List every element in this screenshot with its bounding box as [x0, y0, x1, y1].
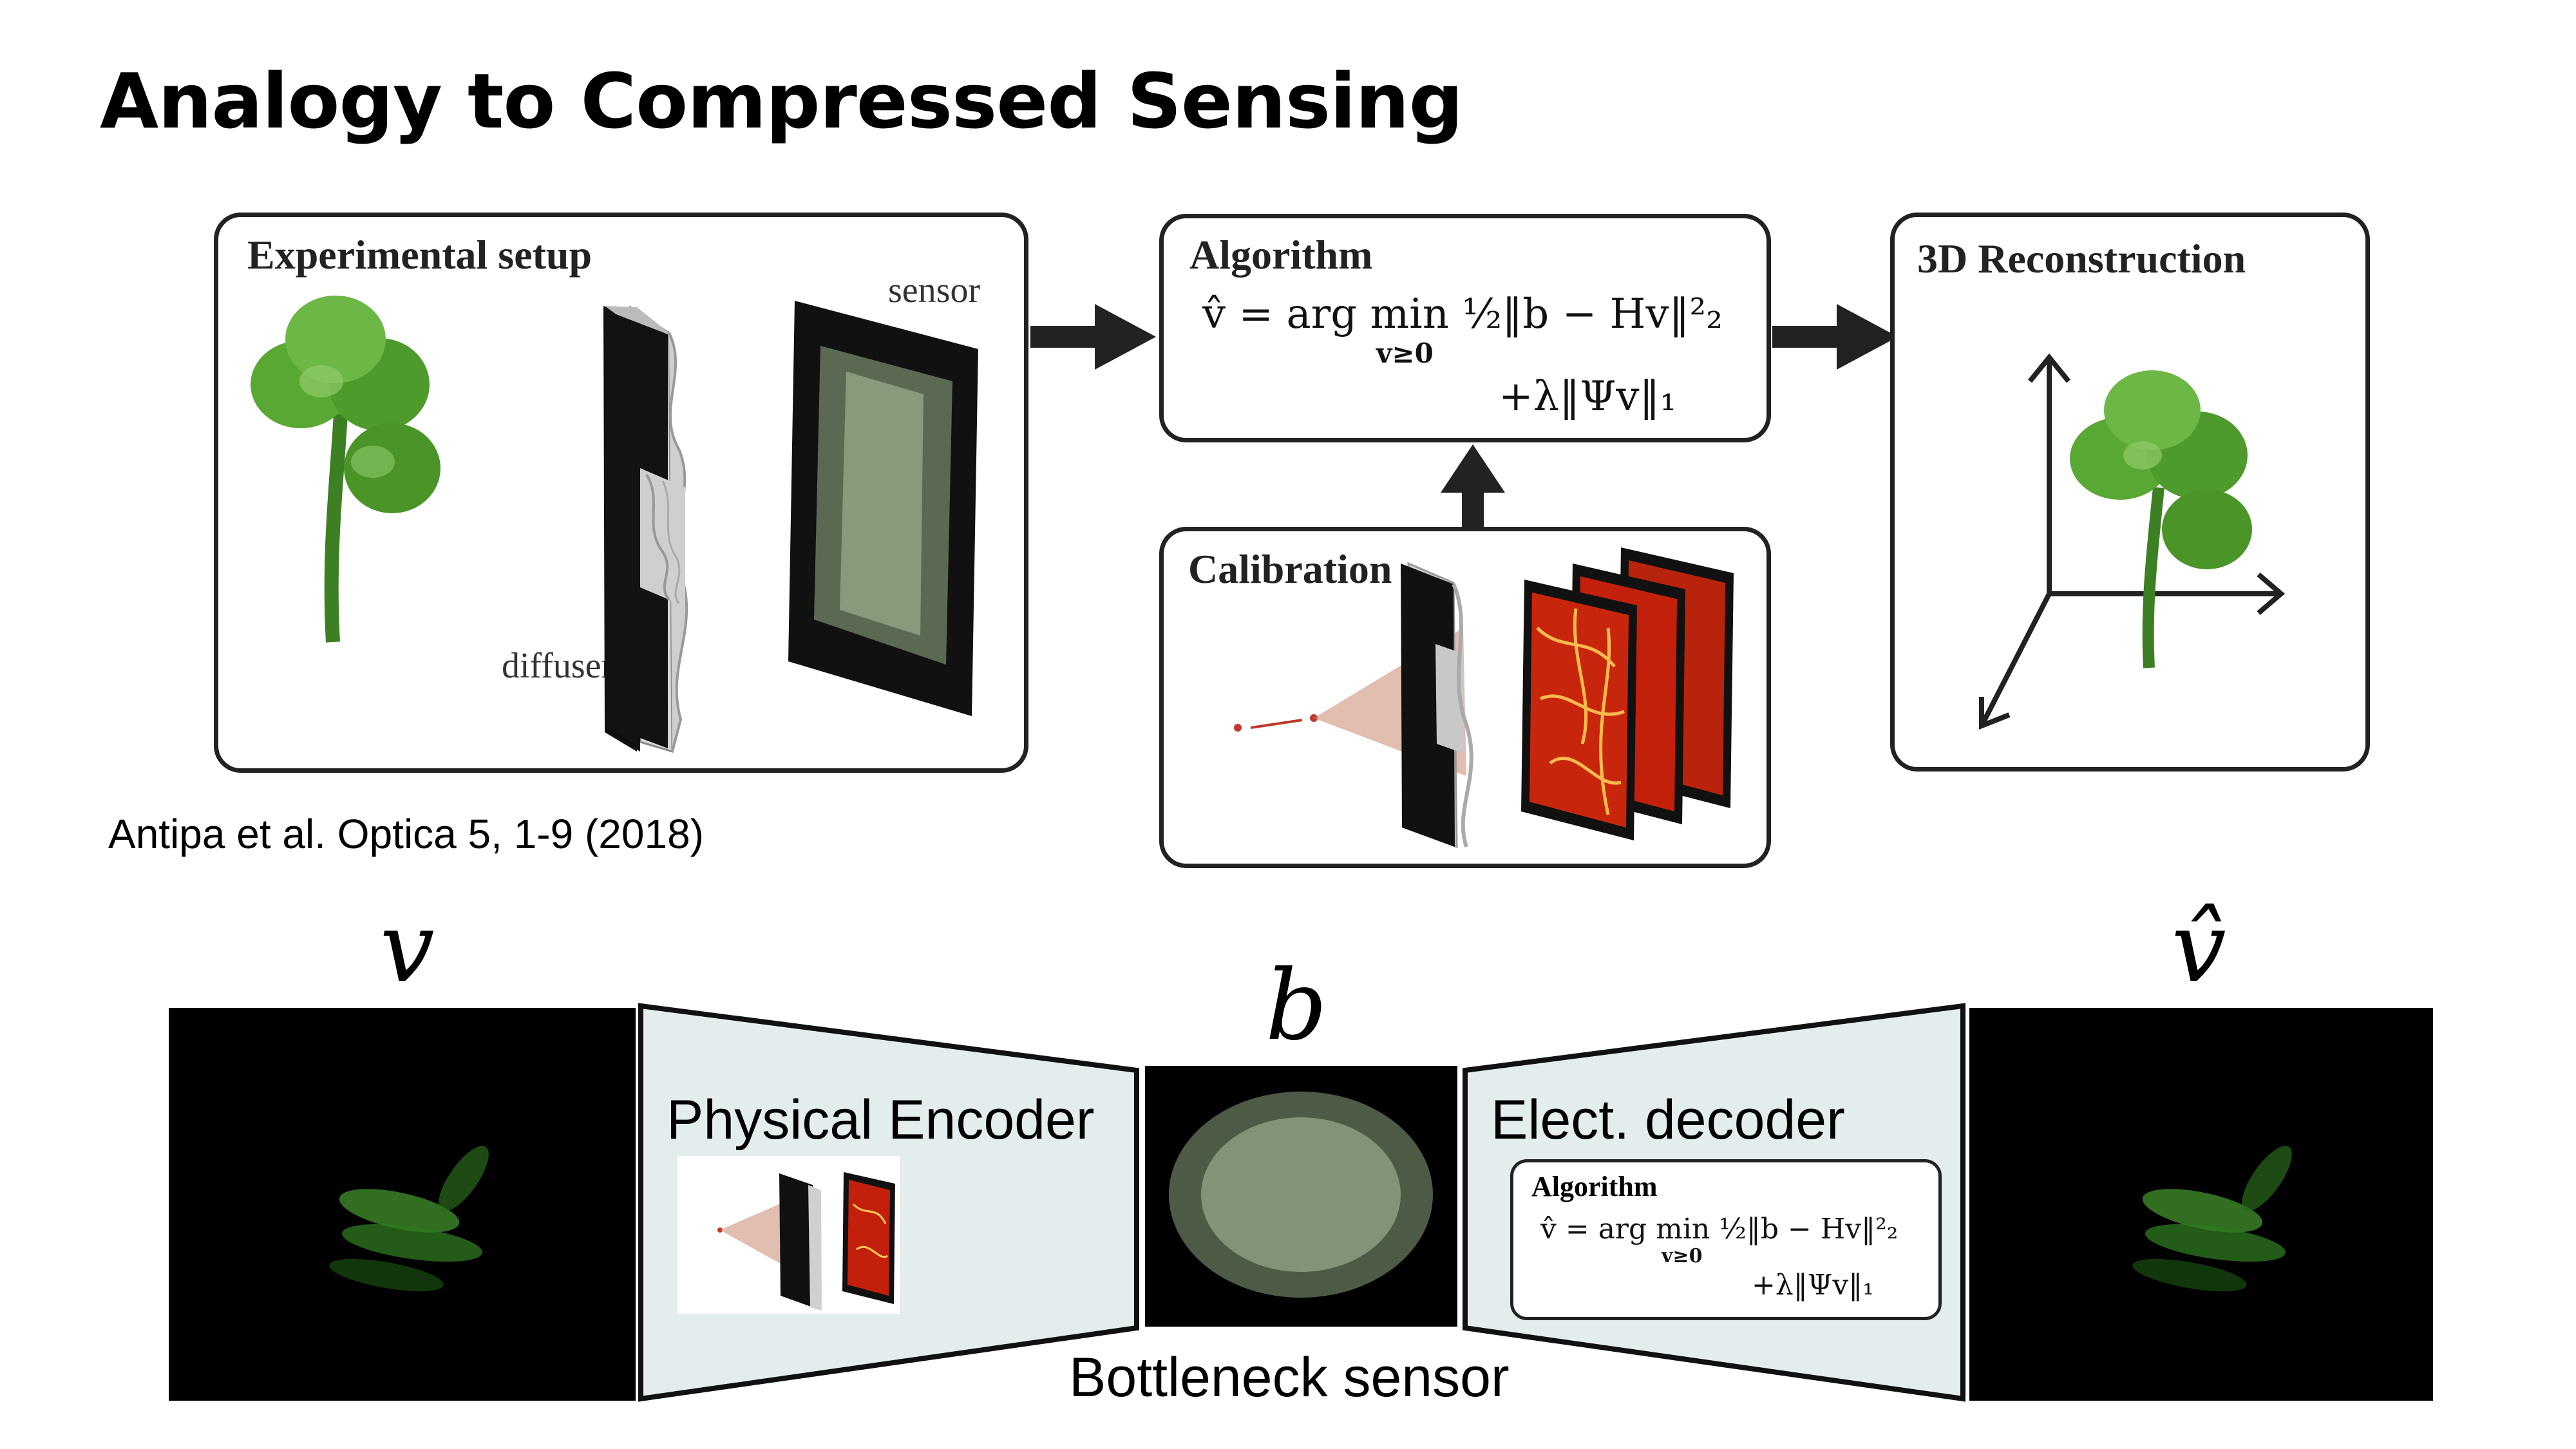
reconstruction-heading: 3D Reconstruction	[1917, 236, 2246, 281]
diffuser-panel	[603, 305, 688, 753]
algorithm-equation-line1: v̂ = arg min ½‖b − Hv‖²₂	[1202, 290, 1723, 338]
algorithm-equation-line2: +λ‖Ψv‖₁	[1499, 373, 1677, 421]
calibration-illustration	[1234, 547, 1734, 849]
sensor-panel	[788, 301, 978, 716]
algorithm-equation-subscript: v≥0	[1376, 337, 1434, 369]
calibration-panel: Calibration	[1159, 527, 1771, 868]
calibration-diffuser	[1401, 562, 1473, 849]
sensor-label: sensor	[888, 270, 981, 310]
algorithm-panel: Algorithm v̂ = arg min ½‖b − Hv‖²₂ v≥0 +…	[1159, 214, 1771, 442]
output-symbol: v̂	[2172, 892, 2226, 1004]
bottleneck-label: Bottleneck sensor	[1069, 1347, 1510, 1408]
decoder-algorithm-heading: Algorithm	[1531, 1171, 1658, 1202]
reconstruction-panel: 3D Reconstruction	[1890, 213, 2370, 772]
decoder-equation-line1: v̂ = arg min ½‖b − Hv‖²₂	[1540, 1213, 1899, 1245]
citation: Antipa et al. Optica 5, 1-9 (2018)	[108, 811, 704, 857]
reconstruction-illustration	[1979, 353, 2286, 730]
decoder-equation-subscript: v≥0	[1662, 1245, 1703, 1267]
reconstructed-clover-icon	[2070, 370, 2252, 668]
experimental-setup-heading: Experimental setup	[247, 232, 592, 278]
clover-leaf-icon	[251, 296, 440, 643]
experimental-setup-panel: Experimental setup sensor diffuser	[214, 213, 1028, 773]
encoder-label: Physical Encoder	[667, 1089, 1095, 1151]
diffuser-label: diffuser	[502, 646, 614, 686]
axes-icon	[1979, 353, 2286, 730]
measurement-symbol: b	[1265, 950, 1328, 1062]
algorithm-heading: Algorithm	[1189, 232, 1373, 278]
slide-title: Analogy to Compressed Sensing	[100, 57, 1463, 146]
input-volume-image	[169, 1008, 636, 1401]
psf-stack	[1521, 547, 1734, 840]
bottleneck-sensor-image	[1145, 1066, 1457, 1327]
output-reconstruction-image	[1969, 1008, 2433, 1401]
decoder-label: Elect. decoder	[1491, 1089, 1845, 1151]
encoder-calibration-thumbnail	[677, 1156, 900, 1314]
decoder-equation-line2: +λ‖Ψv‖₁	[1752, 1269, 1874, 1302]
input-symbol: v	[380, 892, 435, 1004]
setup-illustration	[251, 296, 978, 753]
calibration-heading: Calibration	[1188, 546, 1392, 592]
decoder-algorithm-panel: Algorithm v̂ = arg min ½‖b − Hv‖²₂ v≥0 +…	[1510, 1159, 1942, 1320]
